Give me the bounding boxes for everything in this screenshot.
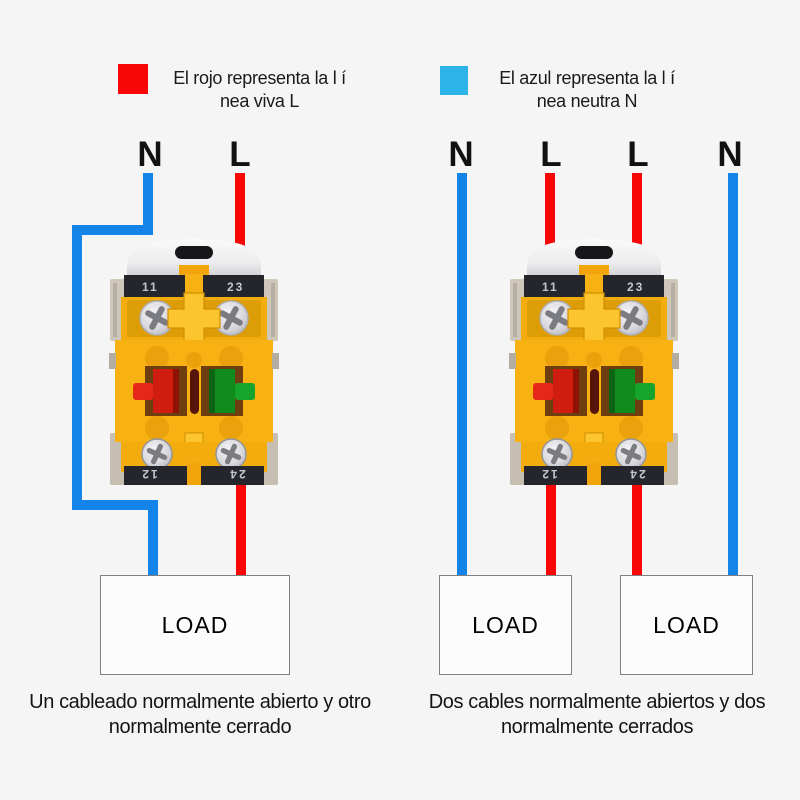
left-neutral-wire-bypass <box>72 225 82 510</box>
right-live-wire-1-in <box>545 173 555 280</box>
push-button-switch-right <box>509 237 679 487</box>
left-neutral-wire-elbow-bottom <box>72 500 158 510</box>
right-label-l1: L <box>540 135 562 174</box>
left-label-l: L <box>229 135 251 174</box>
right-load-label-1: LOAD <box>472 611 539 638</box>
left-neutral-wire-elbow-top <box>72 225 153 235</box>
red-legend-text: El rojo representa la l í nea viva L <box>152 67 367 113</box>
left-caption-line1: Un cableado normalmente abierto y otro <box>29 691 371 713</box>
left-load-label: LOAD <box>161 611 229 638</box>
left-live-wire-in <box>235 173 245 280</box>
left-neutral-wire-to-load <box>148 500 158 576</box>
right-label-l2: L <box>627 135 649 174</box>
left-load-box: LOAD <box>100 575 290 675</box>
push-button-switch-left <box>109 237 279 487</box>
red-legend-line1: El rojo representa la l í <box>173 68 346 88</box>
red-legend-line2: nea viva L <box>219 91 300 111</box>
blue-legend-swatch <box>440 66 468 95</box>
right-label-n1: N <box>448 135 474 174</box>
left-caption: Un cableado normalmente abierto y otro n… <box>0 690 400 740</box>
blue-legend-text: El azul representa la l í nea neutra N <box>478 67 696 113</box>
right-load-label-2: LOAD <box>653 611 720 638</box>
right-load-box-1: LOAD <box>439 575 572 675</box>
left-label-n: N <box>137 135 163 174</box>
right-neutral-wire-2 <box>728 173 738 576</box>
right-caption: Dos cables normalmente abiertos y dos no… <box>397 690 797 740</box>
right-caption-line1: Dos cables normalmente abiertos y dos <box>428 691 766 713</box>
left-neutral-wire-drop <box>143 173 153 235</box>
blue-legend-line2: nea neutra N <box>536 91 638 111</box>
right-neutral-wire-1 <box>457 173 467 576</box>
red-legend-swatch <box>118 64 148 94</box>
left-live-wire-out <box>236 470 246 576</box>
left-caption-line2: normalmente cerrado <box>108 716 292 738</box>
blue-legend-line1: El azul representa la l í <box>499 68 675 88</box>
right-caption-line2: normalmente cerrados <box>500 716 694 738</box>
right-label-n2: N <box>717 135 743 174</box>
right-live-wire-2-out <box>632 470 642 576</box>
right-live-wire-2-in <box>632 173 642 280</box>
right-live-wire-1-out <box>546 470 556 576</box>
right-load-box-2: LOAD <box>620 575 753 675</box>
